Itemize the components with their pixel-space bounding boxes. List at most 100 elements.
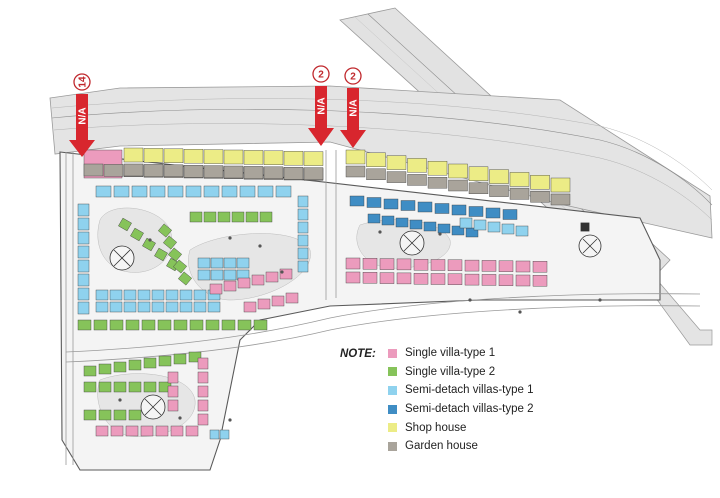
legend-swatch xyxy=(388,348,397,358)
lot xyxy=(77,287,90,301)
lot xyxy=(386,155,407,170)
facility-circle-west xyxy=(109,245,135,271)
lot xyxy=(185,425,199,437)
lot xyxy=(188,351,202,363)
lots xyxy=(77,147,571,440)
lot xyxy=(464,273,480,286)
lot xyxy=(223,165,244,179)
tree-icon xyxy=(378,230,382,234)
lot xyxy=(485,207,501,219)
lot xyxy=(128,409,142,421)
lot xyxy=(172,259,188,274)
lot xyxy=(430,259,446,271)
legend-label: Single villa-type 1 xyxy=(405,347,496,360)
lot xyxy=(95,425,109,437)
lot xyxy=(140,425,154,437)
lot xyxy=(197,399,209,412)
lot xyxy=(345,149,366,165)
legend-item-semi-detach-type-1: Semi-detach villas-type 1 xyxy=(388,381,533,400)
marker-arrow-icon xyxy=(340,88,366,148)
lot xyxy=(489,185,509,197)
lot xyxy=(237,319,252,331)
lot xyxy=(487,221,501,233)
lot xyxy=(386,171,407,183)
lot xyxy=(297,234,309,247)
lot xyxy=(530,190,550,203)
lot xyxy=(407,174,427,186)
lot xyxy=(77,231,90,245)
lot xyxy=(509,188,530,200)
lot xyxy=(203,165,224,178)
lot xyxy=(137,289,151,301)
lot xyxy=(165,289,179,301)
lot xyxy=(223,149,244,165)
lot xyxy=(236,257,250,269)
marker-label: N/A xyxy=(78,107,89,124)
lot xyxy=(303,151,324,166)
lot xyxy=(77,301,90,315)
lot xyxy=(447,273,463,285)
internal-roads xyxy=(65,150,701,465)
lot xyxy=(297,260,309,273)
lot xyxy=(367,213,381,224)
lot xyxy=(197,413,209,426)
lot xyxy=(434,203,450,214)
lot xyxy=(197,371,209,384)
lot xyxy=(209,429,220,440)
lot xyxy=(265,271,279,283)
lot xyxy=(210,257,224,269)
lot xyxy=(515,225,529,237)
lot xyxy=(109,301,123,313)
lot xyxy=(498,260,514,272)
lot xyxy=(83,163,104,177)
legend-item-semi-detach-type-2: Semi-detach villas-type 2 xyxy=(388,400,533,419)
facility-circle-east xyxy=(399,230,425,256)
lot xyxy=(167,385,179,398)
lot xyxy=(303,167,324,180)
lot xyxy=(550,193,571,206)
legend-item-shop-house: Shop house xyxy=(388,418,533,437)
lot xyxy=(203,185,220,198)
lot xyxy=(297,247,309,260)
facility-circles xyxy=(109,222,602,420)
lot xyxy=(98,409,112,421)
lot xyxy=(297,221,309,234)
legend-item-garden-house: Garden house xyxy=(388,437,533,456)
lot xyxy=(173,353,187,365)
lot xyxy=(179,301,193,313)
entrance-markers: 14 N/A 2 N/A 2 N/A xyxy=(69,65,366,157)
tree-markers xyxy=(118,230,602,422)
lot xyxy=(167,399,179,412)
lot xyxy=(143,381,157,393)
lot xyxy=(345,271,361,284)
lot xyxy=(197,385,209,398)
tree-icon xyxy=(280,270,284,274)
lot xyxy=(257,185,274,198)
lot xyxy=(400,200,416,211)
marker-count: 14 xyxy=(78,76,89,88)
lot xyxy=(95,301,109,313)
marker-arrow-icon xyxy=(69,94,95,157)
lot xyxy=(459,217,473,229)
lot xyxy=(203,149,224,164)
tree-icon xyxy=(518,310,522,314)
lot xyxy=(110,425,124,437)
lot xyxy=(173,319,188,331)
lot xyxy=(473,219,487,231)
legend-title: NOTE: xyxy=(340,348,376,360)
lot xyxy=(501,223,515,235)
lot xyxy=(275,185,292,198)
lot xyxy=(383,198,399,210)
lot xyxy=(223,269,237,281)
lot xyxy=(413,273,429,285)
lot xyxy=(379,258,395,270)
lot xyxy=(123,301,137,313)
lot xyxy=(409,219,423,230)
lot xyxy=(77,217,90,231)
lot xyxy=(437,223,451,234)
lot xyxy=(149,185,166,198)
lot xyxy=(157,223,173,238)
lot xyxy=(83,381,97,393)
marker-arrow-icon xyxy=(308,86,334,146)
